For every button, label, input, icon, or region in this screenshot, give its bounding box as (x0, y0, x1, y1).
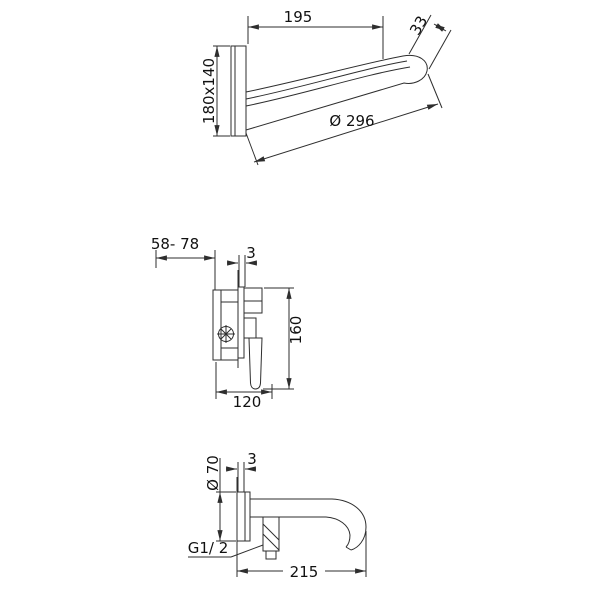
lever-hub (243, 317, 257, 339)
dim-label-lever-length: 120 (233, 393, 262, 411)
wall-plate (230, 45, 247, 137)
dim-depth-range: 58- 78 (151, 235, 216, 290)
spout-body-bottom (250, 516, 351, 548)
dim-label-end-width: 33 (406, 13, 431, 39)
dim-label-depth-range: 58- 78 (151, 235, 199, 253)
dim-label-thread: G1/ 2 (188, 539, 229, 557)
spout-blade (245, 54, 428, 131)
dim-label-plate-thickness: 3 (247, 450, 257, 468)
lever-handle (248, 337, 263, 390)
dim-label-plate-size: 180x140 (200, 58, 218, 124)
in-wall-housing (212, 289, 239, 361)
spout-blade-edge-line (245, 60, 408, 100)
dim-plate-thickness-mixer: 3 (227, 244, 257, 287)
spout-body-top (250, 498, 367, 551)
dim-label-plate-thickness: 3 (246, 244, 256, 262)
dim-length-215: 215 (236, 531, 367, 581)
dim-lever-length-120: 120 (215, 362, 273, 411)
view-spout-side: G1/ 2 Ø 70 3 (188, 450, 367, 581)
thread-callout: G1/ 2 (188, 539, 264, 558)
dim-label-length: 195 (284, 8, 313, 26)
dim-end-width-33: 33 (406, 13, 452, 70)
view-mixer-front: 58- 78 3 160 120 (151, 235, 305, 411)
dim-flange-diameter: Ø 70 (204, 455, 236, 542)
view-spout-top: 180x140 195 33 Ø 296 (200, 8, 452, 166)
dim-label-reach: Ø 296 (329, 112, 374, 130)
dim-plate-thickness-spout: 3 (226, 450, 257, 492)
dim-height-160: 160 (263, 287, 305, 390)
dim-plate-size: 180x140 (200, 45, 230, 137)
dim-label-flange-diameter: Ø 70 (204, 455, 222, 491)
dim-length-195: 195 (247, 8, 384, 59)
trim-plate (237, 286, 245, 359)
dim-reach-296: Ø 296 (245, 73, 443, 166)
inlet-connector (262, 516, 280, 560)
dim-label-length: 215 (290, 563, 319, 581)
dim-label-height: 160 (287, 316, 305, 345)
spout-flange (236, 491, 251, 542)
spout-blade-edge-line (245, 66, 411, 107)
spout-tip (345, 546, 352, 551)
